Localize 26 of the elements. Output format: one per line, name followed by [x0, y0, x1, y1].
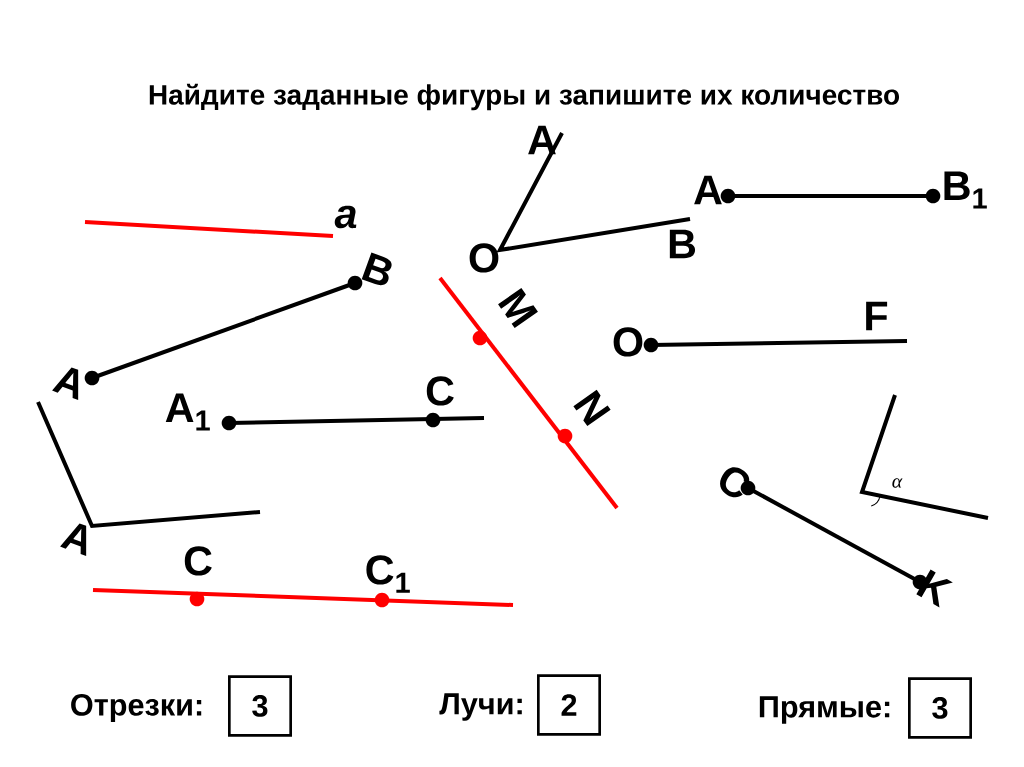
point-label: O [469, 243, 499, 273]
point-label: M [498, 288, 538, 328]
point-label: B [669, 229, 696, 259]
answer-caption: Отрезки: [71, 694, 202, 722]
title: Найдите заданные фигуры и запишите их количество [149, 83, 899, 111]
point-label: N [573, 389, 611, 427]
point-label: C$_{1}$ [366, 555, 410, 593]
angle-label: α [892, 478, 903, 488]
answer-box: 3 [908, 677, 972, 739]
point-label: O [613, 327, 643, 357]
point-label: B$_{1}$ [944, 171, 987, 209]
answer-caption: Прямые: [759, 696, 890, 724]
point-label: C [720, 467, 750, 498]
point-label: B [361, 252, 392, 286]
point-label: F [866, 301, 888, 331]
answer-caption: Лучи: [439, 693, 522, 721]
line-label: a [334, 205, 357, 229]
point-label: C [184, 546, 212, 576]
point-label: C [426, 376, 454, 406]
point-label: A [528, 125, 556, 155]
answer-box: 2 [537, 674, 601, 736]
point-label: A [52, 367, 79, 401]
answer-box: 3 [228, 675, 292, 737]
point-label: A [694, 175, 722, 205]
point-label: A$_{1}$ [165, 393, 210, 431]
point-label: A [60, 523, 87, 557]
